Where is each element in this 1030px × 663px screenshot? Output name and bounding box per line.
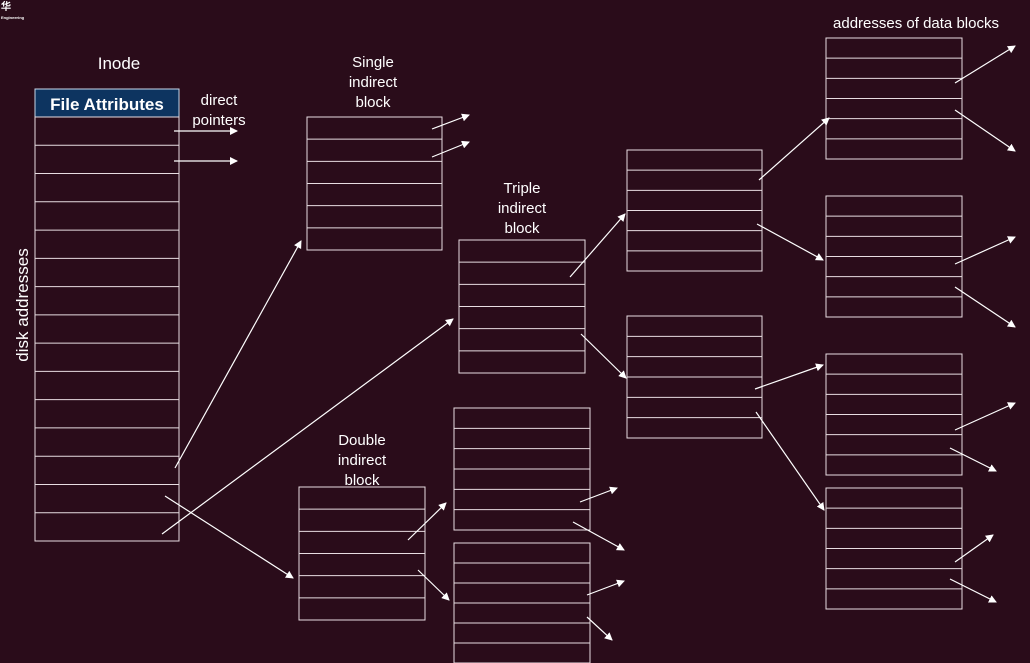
data-block-arrow [954,402,1016,431]
brand-logo: 华 [1,0,11,13]
disk-addresses-label: disk addresses [13,248,32,361]
second-to-third-level-arrow [755,411,825,511]
double-data-block-arrow [586,579,625,596]
double-first-to-second-arrow [417,569,450,601]
triple-indirect-label-line2: indirect [498,200,547,217]
triple-second-level-block-2 [626,315,763,439]
triple-to-second-level-arrow [580,333,627,379]
double-second-level-block-1 [453,407,591,531]
direct-pointers-label-line2: pointers [192,112,245,129]
second-to-third-level-arrow [756,223,824,261]
data-block-arrow [954,286,1016,328]
double-indirect-label-line1: Double [338,432,386,449]
brand-subtitle: Engineering [1,15,25,20]
triple-indirect-block [458,239,586,374]
data-block-arrow [954,236,1016,265]
triple-second-level-block-1 [626,149,763,272]
single-block-data-arrow [431,140,470,158]
double-data-block-arrow [586,616,613,641]
double-data-block-arrow [572,521,625,551]
inode-address-table-border [34,116,180,542]
single-indirect-label-line3: block [355,94,391,111]
triple-third-level-block-4 [825,487,963,610]
single-indirect-label-line2: indirect [349,74,398,91]
double-first-to-second-arrow [407,502,447,541]
triple-indirect-label-line1: Triple [504,180,541,197]
single-block-data-arrow [431,113,470,130]
triple-indirect-pointer-arrow [161,318,454,535]
inode-address-table [34,116,180,542]
data-block-arrow [949,447,997,472]
single-indirect-block [306,116,443,251]
double-indirect-label-line3: block [344,472,380,489]
data-block-arrow [954,534,994,563]
single-indirect-label-line1: Single [352,54,394,71]
triple-third-level-block-2 [825,195,963,318]
data-block-arrow [954,109,1016,152]
single-indirect-pointer-arrow [174,240,302,469]
double-indirect-pointer-arrow [164,495,294,579]
inode-title: Inode [98,54,141,73]
file-attributes-header: File Attributes [34,88,180,118]
double-second-level-block-2 [453,542,591,663]
data-blocks-label: addresses of data blocks [833,15,999,32]
second-to-third-level-arrow [754,363,824,390]
triple-indirect-label-line3: block [504,220,540,237]
direct-pointers-label-line1: direct [201,92,239,109]
double-data-block-arrow [579,486,618,503]
triple-third-level-block-1 [825,37,963,160]
second-to-third-level-arrow [758,117,830,181]
double-indirect-block [298,486,426,621]
file-attributes-label: File Attributes [50,95,164,114]
triple-to-second-level-arrow [569,213,626,278]
triple-third-level-block-3 [825,353,963,476]
double-indirect-label-line2: indirect [338,452,387,469]
data-block-arrow [954,45,1016,84]
data-block-arrow [949,578,997,603]
